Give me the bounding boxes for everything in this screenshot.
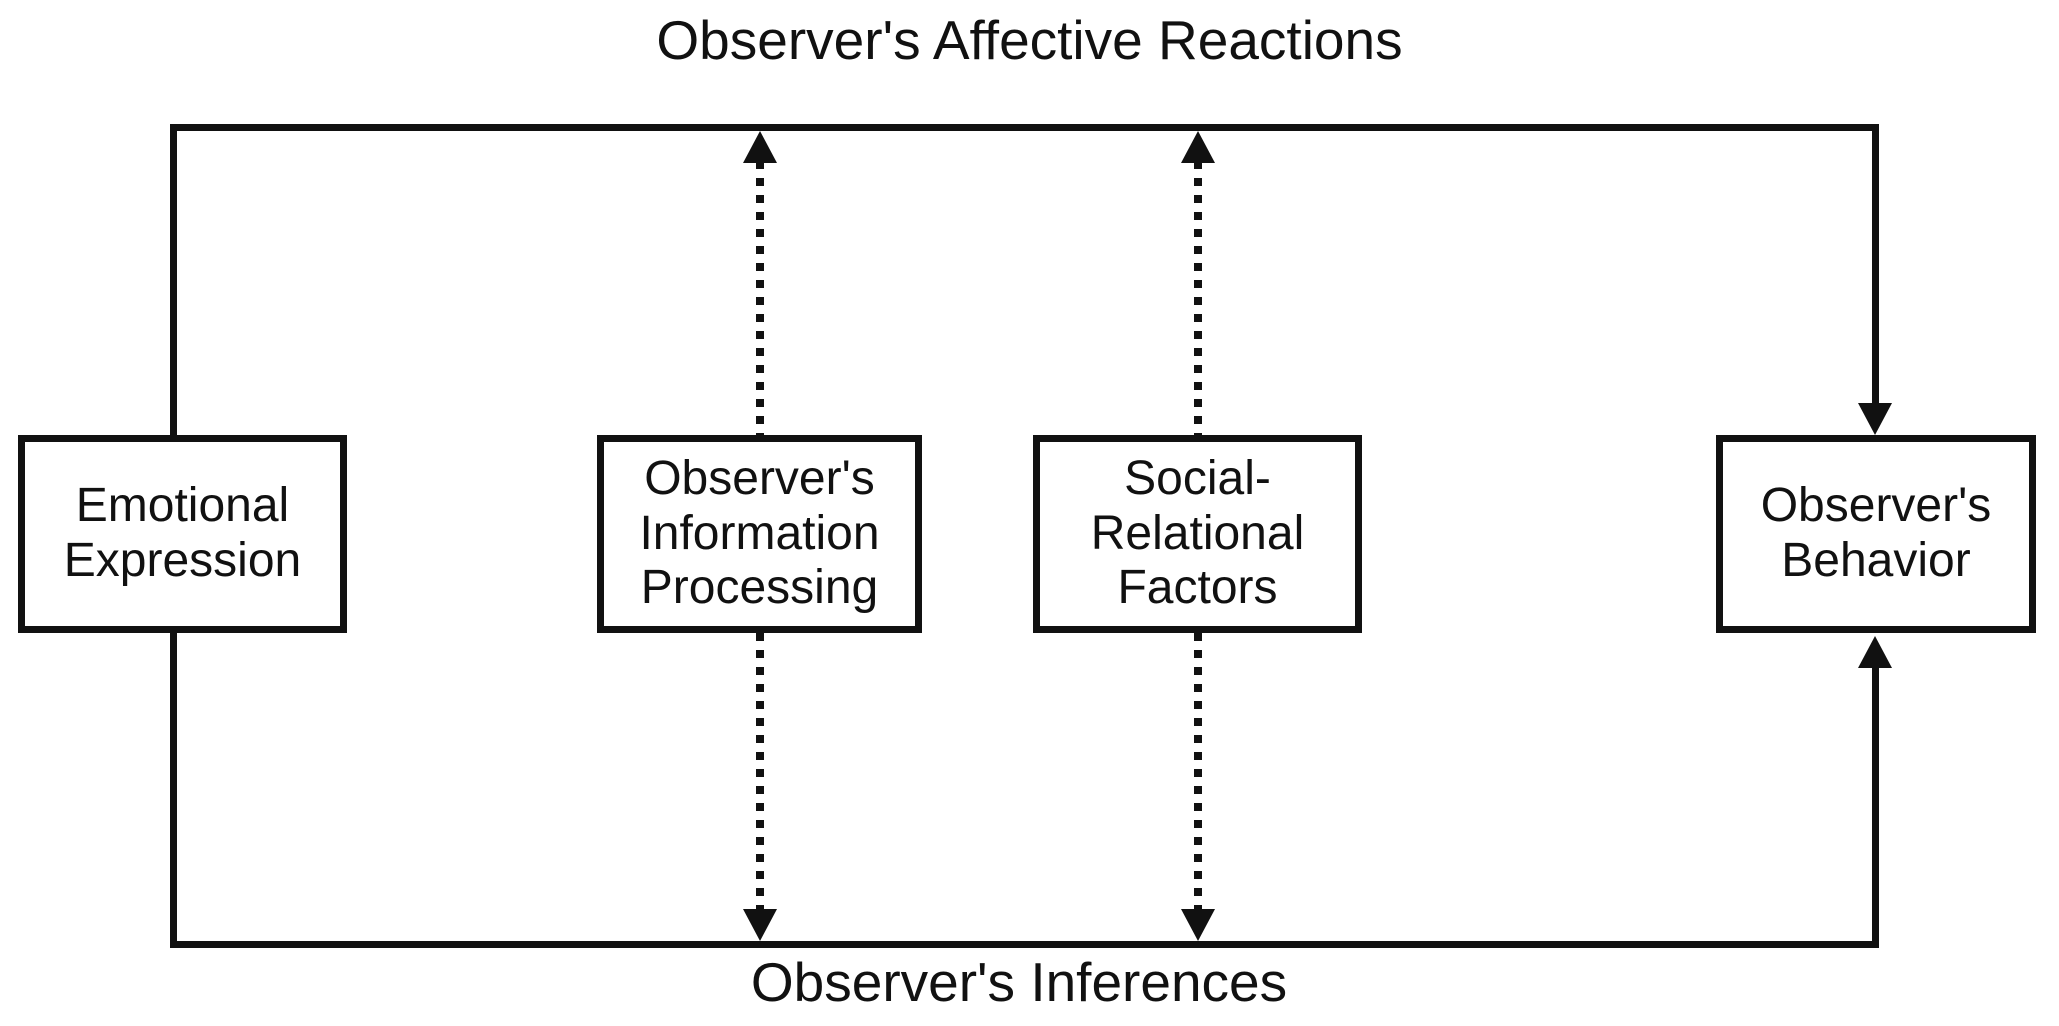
arrowhead-up-into-behavior-icon (1858, 636, 1892, 668)
node-label: Observer's Information Processing (639, 451, 880, 615)
info-processing-dotted-line-top (756, 161, 764, 435)
node-observers-behavior: Observer's Behavior (1716, 435, 2036, 633)
social-relational-dotted-line-top (1194, 161, 1202, 435)
arrowhead-down-into-behavior-icon (1858, 403, 1892, 435)
bottom-connector-line (170, 941, 1879, 948)
social-relational-dotted-line-bottom (1194, 633, 1202, 910)
right-riser-top (1872, 124, 1879, 404)
info-processing-arrowhead-up-icon (743, 131, 777, 163)
node-emotional-expression: Emotional Expression (18, 435, 347, 633)
info-processing-dotted-line-bottom (756, 633, 764, 910)
node-observers-information-processing: Observer's Information Processing (597, 435, 922, 633)
top-path-label: Observer's Affective Reactions (656, 9, 1403, 71)
left-riser-bottom (170, 633, 177, 948)
top-connector-line (170, 124, 1879, 131)
node-label: Observer's Behavior (1760, 479, 1992, 587)
social-relational-arrowhead-down-icon (1181, 909, 1215, 941)
bottom-path-label: Observer's Inferences (750, 951, 1288, 1013)
left-riser-top (170, 124, 177, 437)
node-label: Emotional Expression (63, 479, 302, 587)
social-relational-arrowhead-up-icon (1181, 131, 1215, 163)
right-riser-bottom (1872, 668, 1879, 948)
node-social-relational-factors: Social- Relational Factors (1033, 435, 1362, 633)
info-processing-arrowhead-down-icon (743, 909, 777, 941)
node-label: Social- Relational Factors (1090, 451, 1305, 615)
